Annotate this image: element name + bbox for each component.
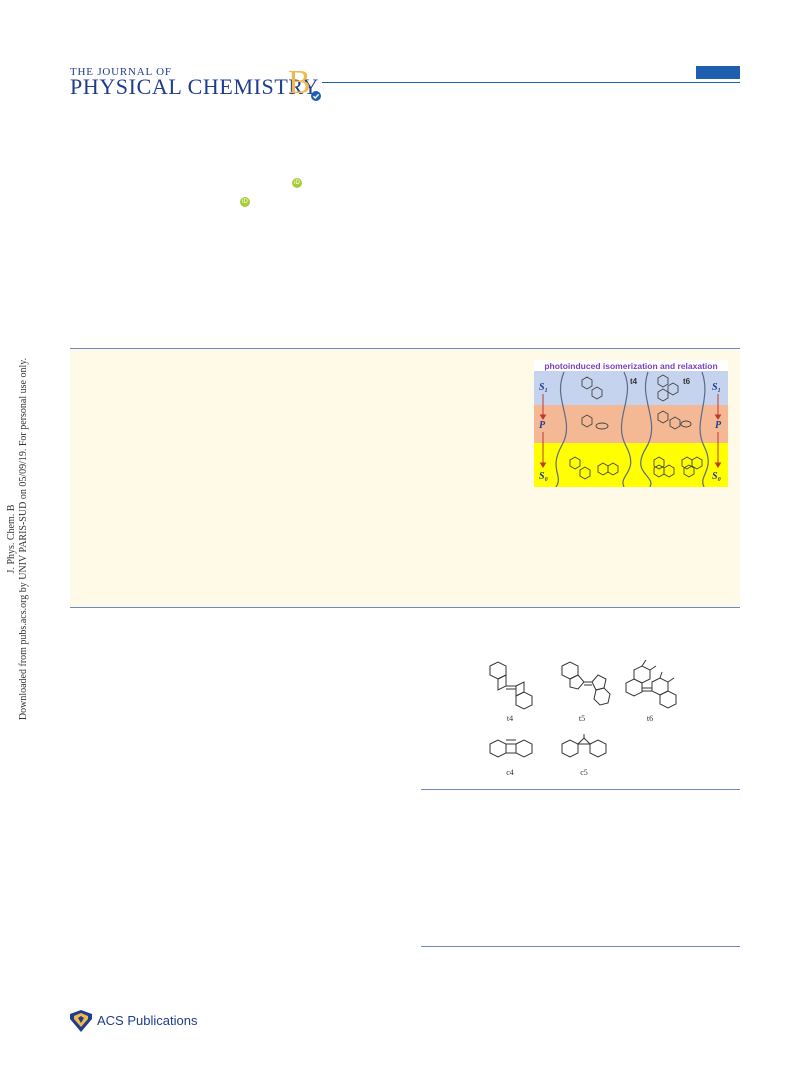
figure-label-c4: c4: [506, 768, 514, 777]
toc-label-t6: t6: [683, 377, 691, 386]
orcid-icon[interactable]: iD: [240, 197, 250, 207]
state-s1-left: S₁: [539, 382, 548, 393]
download-notice-journal: J. Phys. Chem. B: [6, 504, 17, 573]
orcid-icon[interactable]: iD: [292, 178, 302, 188]
molecule-c4: [489, 739, 533, 758]
figure-label-c5: c5: [580, 768, 588, 777]
toc-graphic: photoinduced isomerization and relaxatio…: [534, 360, 728, 487]
download-notice-text: Downloaded from pubs.acs.org by UNIV PAR…: [18, 358, 29, 720]
state-p-left: P: [539, 420, 546, 431]
toc-title: photoinduced isomerization and relaxatio…: [544, 361, 717, 371]
figure-caption-rule-top: [421, 789, 740, 790]
acs-logo-icon: [70, 1010, 92, 1032]
state-p-right: P: [715, 420, 722, 431]
journal-name-top: THE JOURNAL OF: [70, 66, 172, 78]
toc-label-t4: t4: [630, 377, 638, 386]
toc-molecule-sketches: [569, 374, 703, 480]
journal-section-letter: B: [288, 64, 311, 101]
figure-caption-rule-bottom: [421, 946, 740, 947]
state-s0-left: S₀: [539, 471, 549, 482]
download-notice: J. Phys. Chem. B Downloaded from pubs.ac…: [0, 344, 40, 734]
publisher-name: ACS Publications: [97, 1013, 198, 1028]
header-block: [696, 66, 740, 79]
figure-label-t4: t4: [507, 714, 513, 723]
figure-label-t6: t6: [647, 714, 653, 723]
molecule-t5: [561, 661, 611, 706]
molecule-figure: t4 t5 t6 c4 c5: [489, 660, 677, 777]
state-s0-right: S₀: [712, 471, 722, 482]
molecule-t6: [625, 660, 677, 709]
figure-label-t5: t5: [579, 714, 585, 723]
molecule-c5: [561, 734, 607, 758]
molecule-t4: [489, 661, 533, 710]
journal-name-main: PHYSICAL CHEMISTRY: [70, 74, 319, 99]
relaxation-arrows-right: [714, 394, 722, 468]
relaxation-arrows-left: [539, 394, 547, 468]
checkmark-icon: [311, 91, 321, 101]
header-rule: [322, 82, 740, 83]
state-s1-right: S₁: [712, 382, 721, 393]
